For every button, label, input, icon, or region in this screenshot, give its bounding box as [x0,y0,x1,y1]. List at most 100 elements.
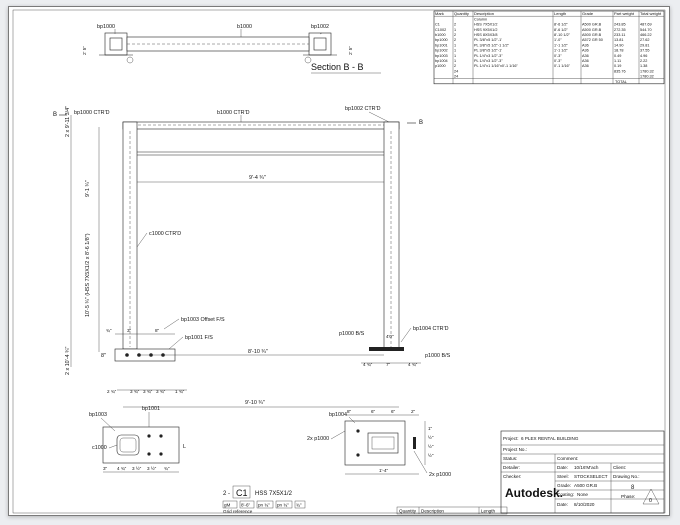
label-bp1000: bp1000 [97,24,115,30]
dim-base-1: 2 ¾" [107,389,117,394]
bom-cell: A500 GR.B [582,28,602,32]
legend-chip-5: ¾" [296,503,302,508]
bom-cell: 1 [454,43,456,47]
legend-profile: HSS 7X5X1/2 [255,491,293,497]
bom-cell: 14.90 [614,43,624,47]
bom-cell: A572 GR 50 [582,38,603,42]
legend-chips: gM 8'-6" pn ¾" pn ¾" ¾" [222,500,306,509]
dim-vert-mid: 9'-1 ¾" [85,180,91,197]
detail-left-plate [102,426,180,464]
label-bp1003: bp1003 Offset F/S [181,317,225,323]
bom-cell: p1000 [435,64,446,68]
label-b1000: b1000 [237,24,252,30]
bom-cell: 1'-1 1/2" [554,43,569,47]
rev-header-desc: Description [421,509,444,514]
bom-cell: A36 [582,54,589,58]
bom-cell: 0.19 [614,64,621,68]
bom-header: Mark [435,11,444,16]
bom-header: Length [554,11,566,16]
tb-grade: A500 GR.B [574,483,597,488]
bom-cell: bp1002 [435,49,448,53]
bom-cell: 27.62 [640,38,650,42]
bom-cell: 8'-6 1/2" [554,23,569,27]
tb-client-label: Client: [613,465,626,470]
label-p1000-bs-right: p1000 B/S [425,353,451,359]
label-bp1004: bp1004 CTR'D [413,326,449,332]
bom-header: Grade [582,11,594,16]
section-title: Section B - B [311,62,364,72]
bom-cell: A36 [582,59,589,63]
section-mark-left: B [53,112,57,118]
bom-cell: 0'-1 1/16" [554,64,571,68]
base-plate-right [369,347,404,351]
label-bp1001: bp1001 F/S [185,335,213,341]
bom-cell: 835.76 [614,69,626,73]
dim-vert-overall: 10'-5 ¾" (HSS 7X5X1/2 x 8'-6 1/8") [85,233,91,317]
weld-symbol-icon [304,56,312,64]
bom-cell: 1.38 [640,64,647,68]
bom-cell: 29.81 [640,43,650,47]
bom-cell: 24 [454,75,458,79]
bom-cell: 37.55 [640,49,650,53]
bom-cell: A36 [582,43,589,47]
tb-drawing-no: 8 [631,485,635,491]
anchor-bolt-icon [356,429,360,433]
bom-cell: bp1001 [435,43,448,47]
bom-cell: A36 [582,64,589,68]
dim-bp-top-1: ¾" [106,328,112,333]
bom-cell: A500 GR.B [582,33,602,37]
detail-label-bp1001: bp1001 [142,406,160,412]
tb-coating: None [577,492,588,497]
dim-span-top: 9'-4 ¾" [249,175,266,181]
detail-left-h: L [183,444,186,450]
bom-cell: 2.22 [640,59,647,63]
tb-date2: 8/10/2020 [574,502,595,507]
tb-comment-label: Comment: [557,456,578,461]
bom-cell: HSS 9X5X1/2 [474,28,497,32]
bill-of-materials-table: Mark Quantity Description Length Grade Part w… [433,10,665,85]
detail-label-bp1003: bp1003 [89,412,107,418]
label-bp1002-ctrd: bp1002 CTR'D [345,106,381,112]
tb-status-label: Status: [503,456,517,461]
dim-base-height: 8" [101,353,106,359]
revision-strip: Quantity Description Length [396,506,508,515]
label-b1000-ctrd: b1000 CTR'D [217,110,250,116]
grid-legend: 2 - C1 HSS 7X5X1/2 gM 8'-6" pn ¾" pn ¾" … [222,485,306,514]
bom-cell: bp1000 [435,38,448,42]
anchor-bolt-icon [159,452,163,456]
rev-header-qty: Quantity [399,509,417,514]
bom-cell: A36 [582,49,589,53]
tb-detailer-label: Detailer: [503,465,520,470]
bom-header: Part weight [614,11,635,16]
legend-chip-2: 8'-6" [241,503,251,508]
bom-cell: 8'-6 1/2" [554,28,569,32]
bom-cell: HSS 8X5X3/8 [474,33,497,37]
detail-rdim-1: 8" [347,409,352,414]
bom-cell: 1 [454,59,456,63]
weld-symbol-icon [126,56,134,64]
title-block: Project: 6 PLEX RENTAL BUILDING Project … [500,430,665,514]
bom-cell: 487.69 [640,23,652,27]
tb-drawing-no-label: Drawing No.: [613,474,640,479]
bom-header: Quantity [454,11,469,16]
detail-rdim-bottom: 1'-4" [379,468,389,473]
bom-cell: bp1004 [435,59,448,63]
bom-cell: 1 [454,54,456,58]
bom-cell: 2 [454,64,456,68]
frame-elevation: B B 9'-4 ¾" 8'-10 ¾" 9'-10 ¾" [53,106,451,408]
legend-mark: C1 [236,488,248,498]
bom-cell: 2 [454,33,456,37]
dim-vert-base: 2 x 10'-4 ¾" [65,346,71,375]
bom-total-label: TOTAL [615,80,627,84]
rev-header-length: Length [481,509,495,514]
bom-header: Description [474,11,494,16]
detail-rdim-3: 6" [391,409,396,414]
dim-vert-top: 2 x 9'-11 3/4" [65,106,71,137]
bom-header: Total weight [640,11,662,16]
anchor-bolt-icon [159,434,163,438]
detail-rdim-side-1: 1" [428,426,433,431]
bom-cell: 1 [454,49,456,53]
bom-cell: 2 [454,23,456,27]
bom-cell: 4.96 [640,54,647,58]
bom-cell: C1002 [435,28,446,32]
